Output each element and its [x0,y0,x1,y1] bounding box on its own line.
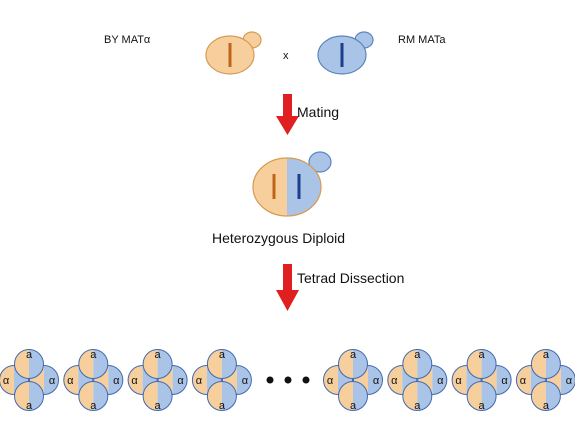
spore-label-right: α [177,375,184,387]
tetrad: a α α a [515,349,575,412]
tetrad: a α α a [127,349,188,412]
rm-parent-cell [317,31,374,75]
diploid-rm-half [287,158,321,216]
spore-label-left: α [3,375,10,387]
rm-parent-label: RM MATa [398,34,446,46]
tetrad: a α α a [63,349,124,412]
spore-label-right: α [242,375,249,387]
spore-label-left: α [391,375,398,387]
diploid-cell [252,151,332,217]
spore-label-top: a [414,349,421,361]
diploid-by-chromosome [272,174,276,199]
spore-label-top: a [479,349,486,361]
spore-label-bottom: a [479,400,486,412]
spore-label-top: a [155,349,162,361]
rm-chromosome [340,43,344,67]
spore-label-bottom: a [350,400,357,412]
spore-label-left: α [455,375,462,387]
spore-label-bottom: a [543,400,550,412]
spore-label-left: α [131,375,138,387]
mating-arrow [276,94,299,135]
spore-label-right: α [49,375,56,387]
diploid-bud [308,151,332,173]
spore-label-bottom: a [26,400,33,412]
spore-label-top: a [90,349,97,361]
by-parent-cell [205,31,262,75]
spore-label-left: α [520,375,527,387]
diploid-by-half [253,158,287,216]
spore-label-right: α [373,375,380,387]
dissection-label: Tetrad Dissection [297,270,405,286]
spore-label-left: α [196,375,203,387]
by-chromosome [228,43,232,67]
spore-label-bottom: a [155,400,162,412]
tetrad: a α α a [451,349,512,412]
spore-label-bottom: a [90,400,97,412]
tetrad: a α α a [323,349,383,412]
spore-label-left: α [327,375,334,387]
dissection-arrow [276,264,299,311]
ellipsis-dots [266,376,310,384]
mating-label: Mating [297,104,340,120]
spore-label-top: a [543,349,550,361]
spore-label-top: a [26,349,33,361]
spore-label-bottom: a [414,400,421,412]
tetrad: a α α a [191,349,252,412]
spore-label-right: α [501,375,508,387]
cross-symbol: x [283,50,289,62]
spore-label-left: α [67,375,74,387]
diploid-rm-chromosome [297,174,301,199]
tetrad: a α α a [387,349,448,412]
by-parent-label: BY MATα [104,34,151,46]
spore-label-right: α [437,375,444,387]
diploid-label: Heterozygous Diploid [212,230,346,246]
tetrad: a α α a [0,349,59,412]
spore-label-bottom: a [219,400,226,412]
spore-label-top: a [350,349,357,361]
spore-label-right: α [566,375,573,387]
spore-label-top: a [219,349,226,361]
spore-label-right: α [113,375,120,387]
